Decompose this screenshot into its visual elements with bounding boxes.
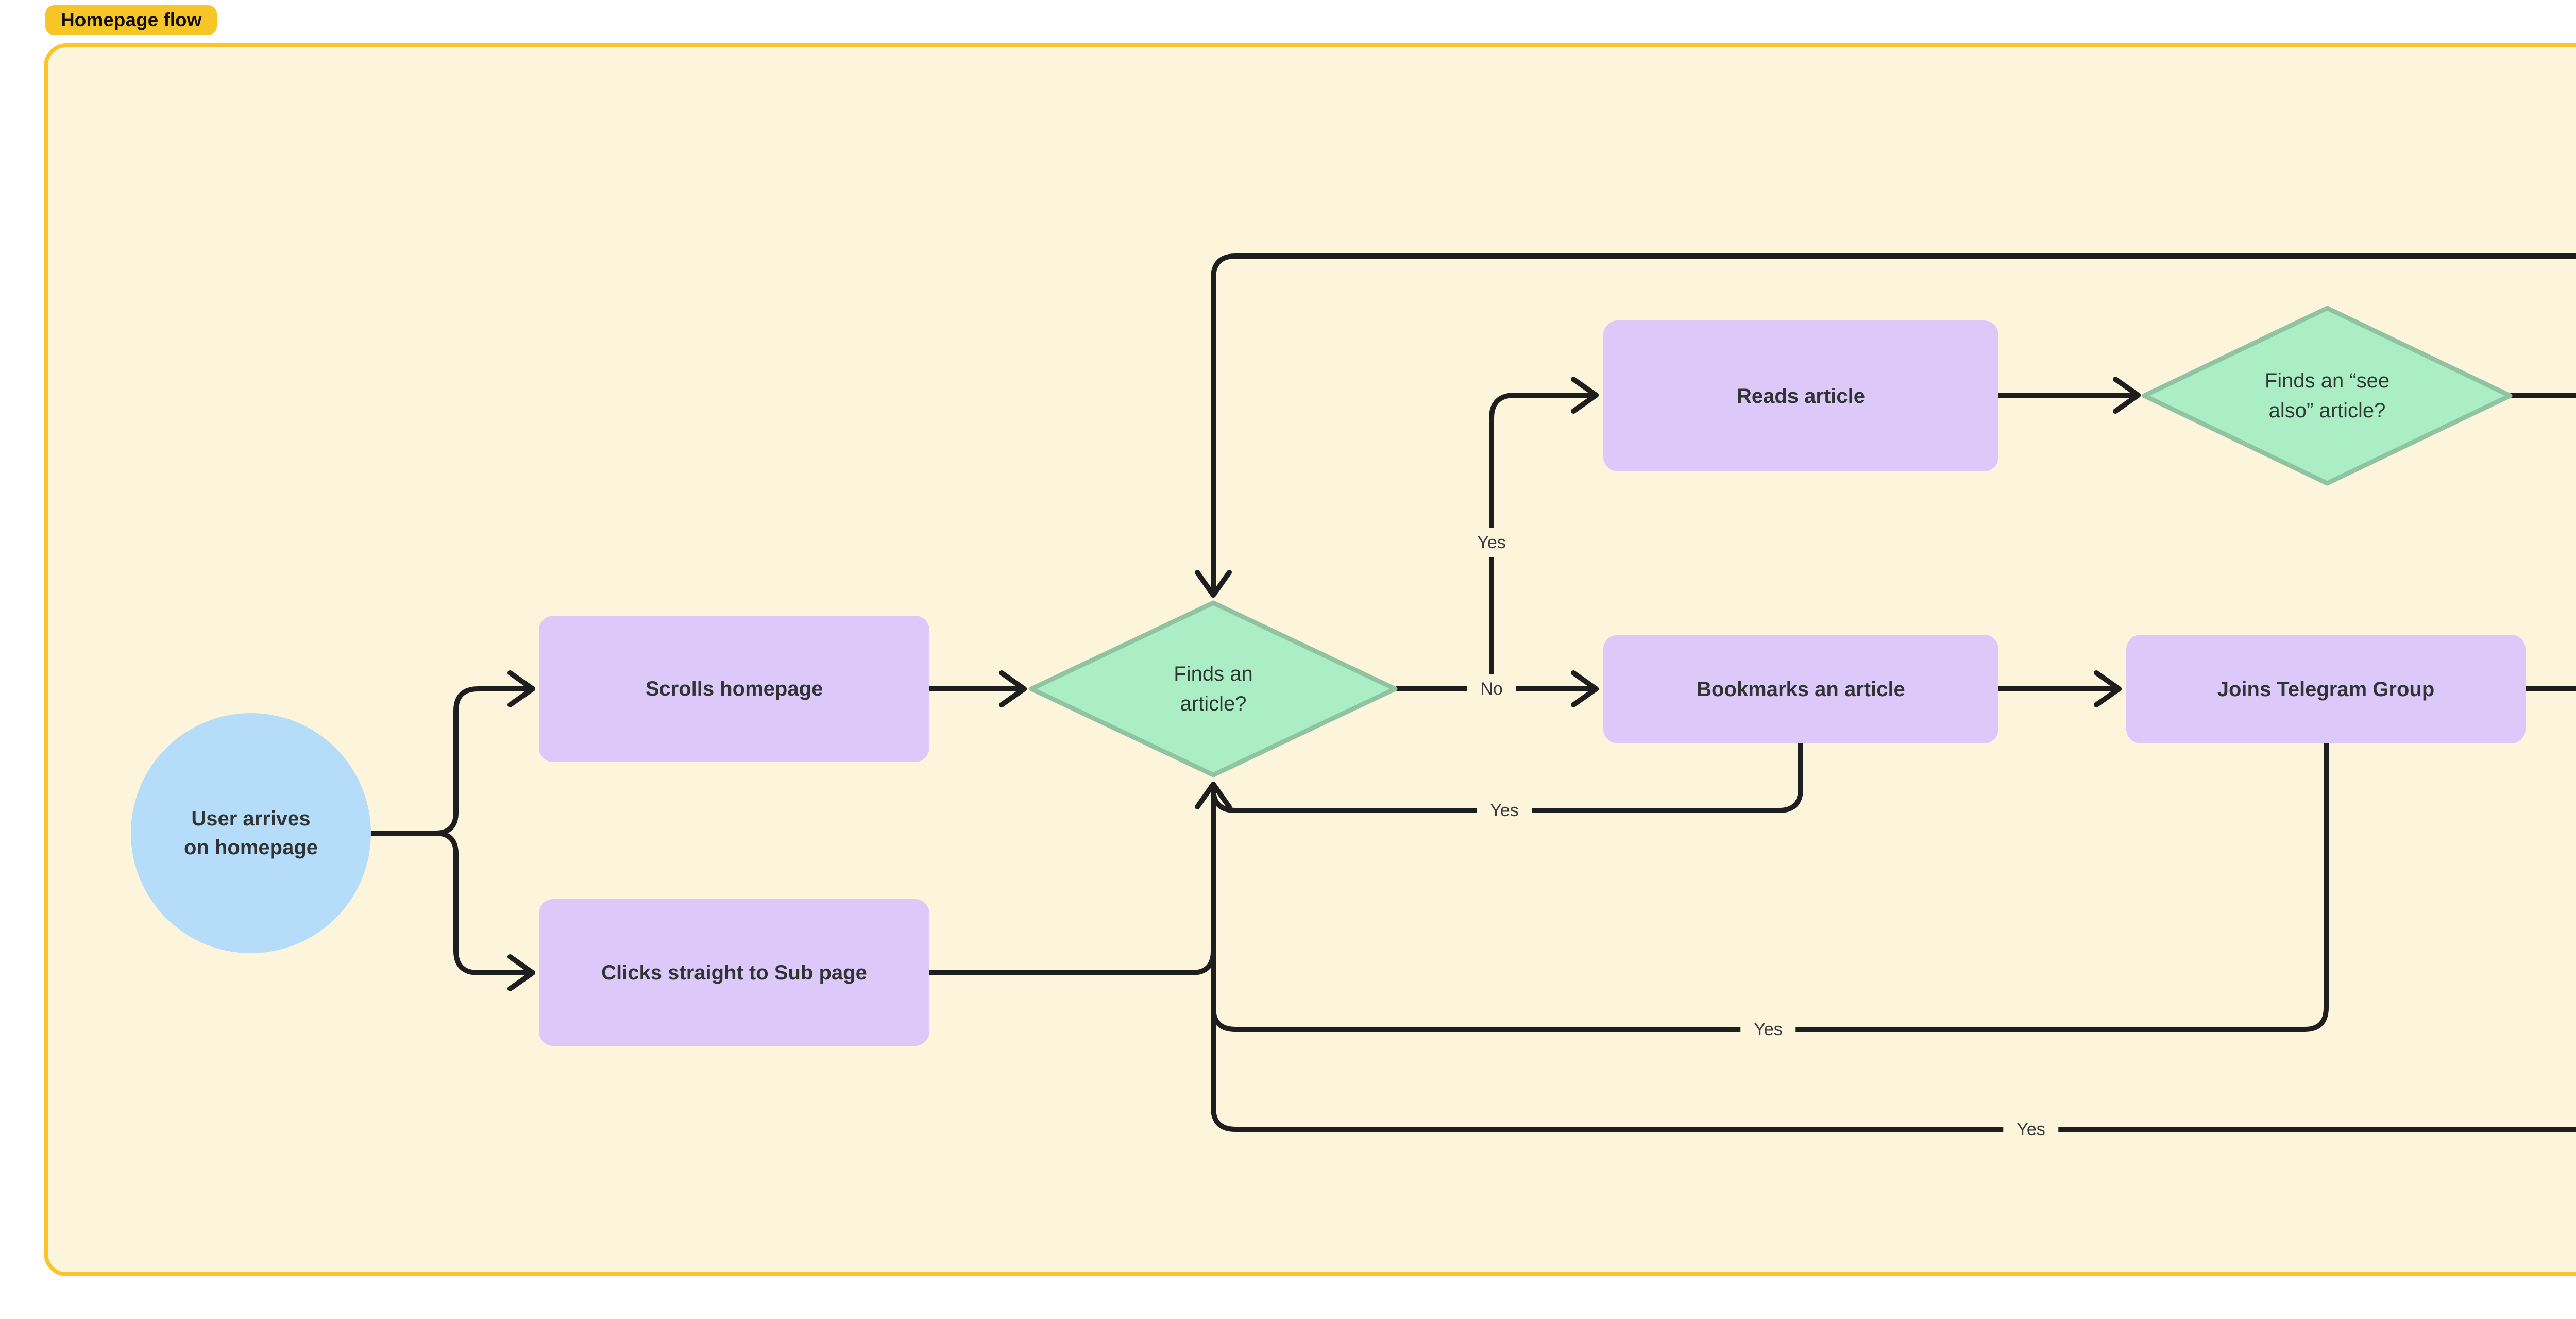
node-joins-telegram-mid-label: Joins Telegram Group	[2217, 678, 2435, 701]
edge-clicks-to-spine[interactable]	[927, 949, 1216, 975]
node-reads-article[interactable]: Reads article	[1603, 320, 1998, 471]
node-clicks-sub-page[interactable]: Clicks straight to Sub page	[539, 899, 929, 1046]
edge-browses-yes-loop[interactable]	[1211, 743, 2576, 1132]
edge-start-to-scrolls[interactable]	[368, 670, 535, 836]
node-scrolls-homepage-label: Scrolls homepage	[645, 678, 823, 700]
node-reads-article-label: Reads article	[1736, 384, 1866, 408]
node-joins-telegram-mid[interactable]: Joins Telegram Group	[2126, 635, 2526, 743]
edge-label-yes-bookmarks-loop[interactable]: Yes	[1477, 796, 1532, 825]
node-scrolls-homepage[interactable]: Scrolls homepage	[539, 616, 929, 762]
decision-finds-article-shape[interactable]	[1029, 600, 1398, 777]
edge-finds-article-yes-reads[interactable]	[1489, 377, 1599, 691]
node-finds-article[interactable]: Finds an article?	[1059, 617, 1368, 761]
node-finds-see-also[interactable]: Finds an “see also” article?	[2173, 324, 2482, 468]
edge-label-yes-to-reads[interactable]: Yes	[1464, 528, 1519, 557]
node-finds-see-also-label: Finds an “see also” article?	[2264, 369, 2390, 422]
edge-label-yes-browses-loop[interactable]: Yes	[2003, 1114, 2059, 1144]
edge-start-to-clicks[interactable]	[368, 831, 535, 991]
edge-joins-top-loop-to-finds-article[interactable]	[1195, 253, 2576, 598]
section-label[interactable]: Homepage flow	[45, 5, 217, 35]
node-start-label: User arrives on homepage	[183, 807, 318, 859]
node-start[interactable]: User arrives on homepage	[131, 713, 371, 953]
edge-label-yes-joins-loop[interactable]: Yes	[1740, 1014, 1796, 1044]
node-clicks-sub-page-label: Clicks straight to Sub page	[601, 961, 867, 984]
edge-joins-mid-yes-loop[interactable]	[1211, 741, 2329, 1032]
node-finds-article-label: Finds an article?	[1174, 663, 1253, 715]
edge-label-no-to-bookmarks[interactable]: No	[1467, 674, 1516, 704]
node-bookmarks-article-label: Bookmarks an article	[1697, 678, 1905, 701]
decision-see-also-shape[interactable]	[2142, 306, 2513, 486]
node-bookmarks-article[interactable]: Bookmarks an article	[1603, 635, 1998, 743]
